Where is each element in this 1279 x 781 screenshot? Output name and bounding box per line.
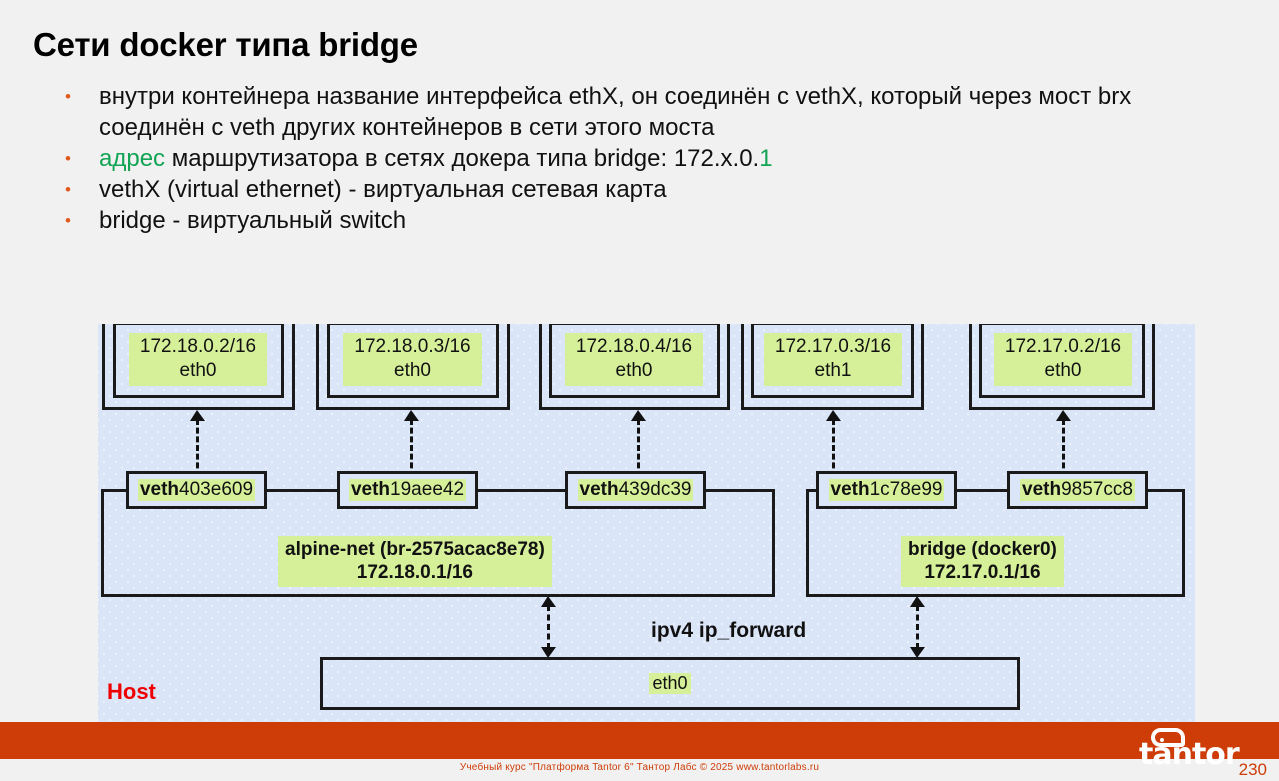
- page-number: 230: [1238, 760, 1267, 779]
- veth-box-1: veth403e609: [126, 471, 267, 509]
- container-inner-4: [751, 324, 914, 398]
- bridge-ip-alpine-net: 172.18.0.1/16: [356, 562, 473, 583]
- network-diagram: 172.18.0.2/16 eth0 172.18.0.3/16 eth0 17…: [98, 324, 1195, 722]
- bullet-item-4: • bridge - виртуальный switch: [58, 205, 1238, 236]
- veth-prefix-5: veth: [1022, 479, 1062, 500]
- bridge-box-docker0: [806, 489, 1185, 597]
- container-iface-label-3: 172.18.0.4/16 eth0: [565, 333, 703, 386]
- host-iface-label: eth0: [649, 673, 691, 694]
- container-iface-label-4: 172.17.0.3/16 eth1: [764, 333, 902, 386]
- link-arrow-bridge-host-left: [541, 596, 556, 658]
- elephant-eye-icon: [1160, 738, 1164, 742]
- bullet-marker-icon: •: [65, 180, 71, 199]
- container-iface-label-2: 172.18.0.3/16 eth0: [343, 333, 482, 386]
- bullet-item-3: • vethX (virtual ethernet) - виртуальная…: [58, 174, 1238, 205]
- veth-label-3: veth439dc39: [577, 479, 694, 501]
- bullet-item-1: • внутри контейнера название интерфейса …: [58, 81, 1238, 143]
- container-ip-1: 172.18.0.2/16: [139, 336, 257, 357]
- page-title: Сети docker типа bridge: [33, 26, 418, 63]
- bridge-name-alpine-net: alpine-net (br-2575acac8e78): [285, 539, 545, 560]
- container-iface-label-5: 172.17.0.2/16 eth0: [994, 333, 1132, 386]
- veth-box-3: veth439dc39: [565, 471, 706, 509]
- container-box-1: 172.18.0.2/16 eth0: [102, 324, 295, 410]
- tantor-logo: tantor: [1139, 728, 1257, 772]
- bridge-label-docker0: bridge (docker0) 172.17.0.1/16: [901, 536, 1064, 587]
- bullet-text-3: vethX (virtual ethernet) - виртуальная с…: [99, 176, 667, 203]
- footer-bar: [0, 722, 1279, 759]
- veth-prefix-4: veth: [830, 479, 870, 500]
- bullet-2-tail: 1: [759, 145, 773, 172]
- veth-prefix-2: veth: [350, 479, 391, 500]
- bullet-text-4: bridge - виртуальный switch: [99, 207, 407, 234]
- bullet-item-2: • адрес маршрутизатора в сетях докера ти…: [58, 143, 1238, 174]
- container-ifname-1: eth0: [179, 360, 217, 381]
- host-box: eth0: [320, 657, 1020, 710]
- bullet-list: • внутри контейнера название интерфейса …: [58, 81, 1238, 236]
- container-inner-1: [113, 324, 284, 398]
- container-ifname-4: eth1: [814, 360, 852, 381]
- container-inner-2: [327, 324, 499, 398]
- container-box-3: 172.18.0.4/16 eth0: [539, 324, 730, 410]
- link-arrow-bridge-host-right: [910, 596, 925, 658]
- container-iface-label-1: 172.18.0.2/16 eth0: [129, 333, 267, 386]
- container-box-5: 172.17.0.2/16 eth0: [969, 324, 1155, 410]
- veth-prefix-1: veth: [139, 479, 180, 500]
- container-ip-2: 172.18.0.3/16: [354, 336, 471, 357]
- elephant-icon: [1151, 728, 1185, 747]
- ip-forward-label: ipv4 ip_forward: [651, 619, 807, 642]
- container-ifname-5: eth0: [1044, 360, 1082, 381]
- container-ip-3: 172.18.0.4/16: [575, 336, 693, 357]
- veth-label-4: veth1c78e99: [828, 479, 945, 501]
- container-ifname-2: eth0: [394, 360, 431, 381]
- container-inner-5: [979, 324, 1145, 398]
- bridge-name-docker0: bridge (docker0): [908, 539, 1057, 560]
- veth-box-4: veth1c78e99: [816, 471, 957, 509]
- veth-suffix-2: 19aee42: [390, 479, 465, 500]
- bullet-2-body: маршрутизатора в сетях докера типа bridg…: [165, 145, 760, 172]
- veth-label-1: veth403e609: [137, 479, 256, 501]
- veth-suffix-4: 1c78e99: [869, 479, 943, 500]
- bullet-text-2: адрес маршрутизатора в сетях докера типа…: [99, 143, 1238, 174]
- veth-suffix-1: 403e609: [179, 479, 254, 500]
- footer-course-note: Учебный курс "Платформа Tantor 6" Тантор…: [459, 762, 820, 773]
- container-box-2: 172.18.0.3/16 eth0: [316, 324, 510, 410]
- veth-box-2: veth19aee42: [337, 471, 478, 509]
- veth-prefix-3: veth: [579, 479, 619, 500]
- veth-label-5: veth9857cc8: [1020, 479, 1135, 501]
- container-ip-4: 172.17.0.3/16: [774, 336, 892, 357]
- host-label: Host: [107, 679, 156, 704]
- bullet-2-lead: адрес: [99, 145, 166, 172]
- veth-suffix-3: 439dc39: [618, 479, 692, 500]
- container-ip-5: 172.17.0.2/16: [1004, 336, 1122, 357]
- bullet-text-1: внутри контейнера название интерфейса et…: [99, 83, 1132, 141]
- veth-box-5: veth9857cc8: [1007, 471, 1148, 509]
- veth-suffix-5: 9857cc8: [1061, 479, 1133, 500]
- container-box-4: 172.17.0.3/16 eth1: [741, 324, 924, 410]
- bullet-marker-icon: •: [65, 87, 71, 106]
- bullet-marker-icon: •: [65, 149, 71, 168]
- bullet-marker-icon: •: [65, 211, 71, 230]
- container-inner-3: [549, 324, 720, 398]
- veth-label-2: veth19aee42: [348, 479, 467, 501]
- bridge-ip-docker0: 172.17.0.1/16: [924, 562, 1041, 583]
- tantor-wordmark: tantor: [1139, 737, 1240, 772]
- bridge-label-alpine-net: alpine-net (br-2575acac8e78) 172.18.0.1/…: [278, 536, 552, 587]
- container-ifname-3: eth0: [615, 360, 653, 381]
